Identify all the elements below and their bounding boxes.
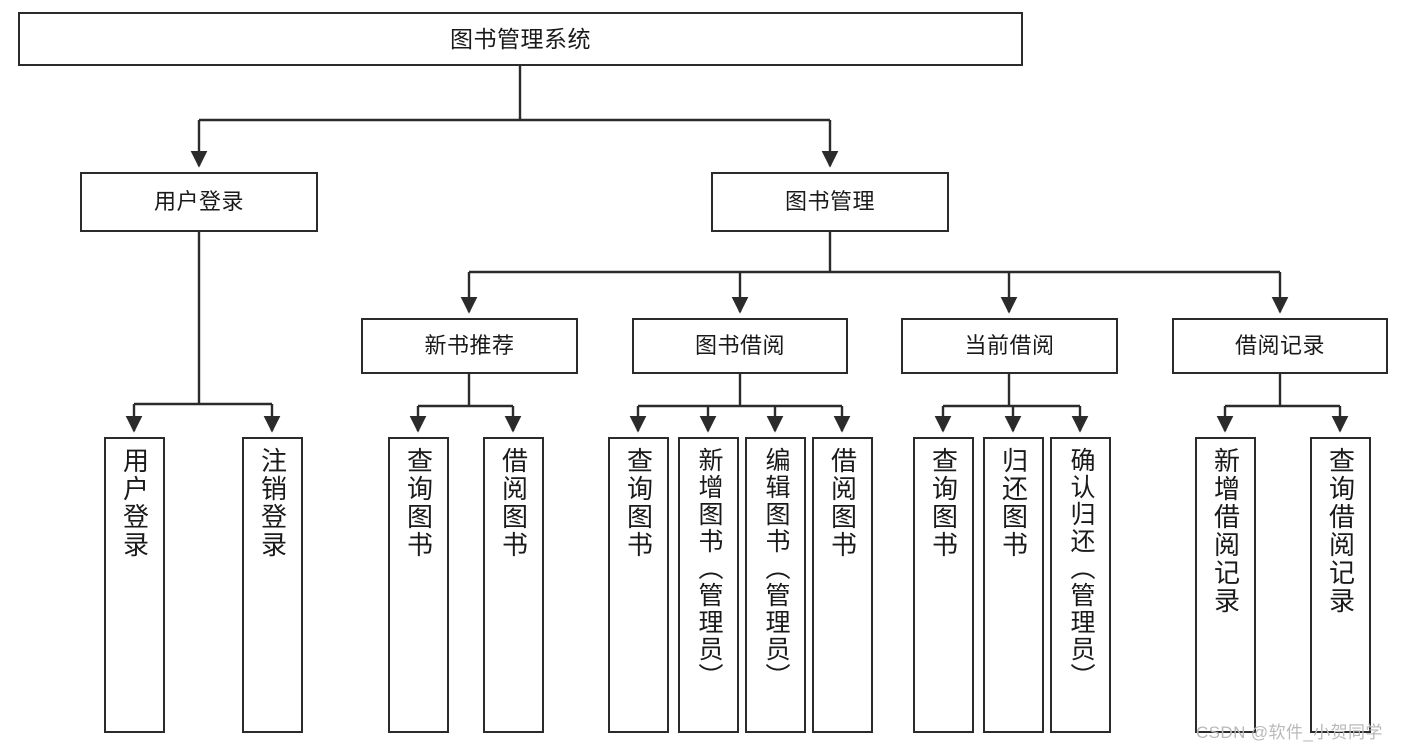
node-book-manage[interactable]: 图书管理 — [711, 172, 949, 232]
node-label: 新增图书（管理员） — [695, 447, 723, 690]
node-label: 新增借阅记录 — [1210, 447, 1241, 615]
node-label: 图书管理 — [784, 189, 875, 215]
node-root-system[interactable]: 图书管理系统 — [18, 12, 1023, 66]
node-leaf-confirm-return[interactable]: 确认归还（管理员） — [1050, 437, 1111, 733]
node-leaf-add-record[interactable]: 新增借阅记录 — [1195, 437, 1256, 733]
node-leaf-borrow-book-1[interactable]: 借阅图书 — [483, 437, 544, 733]
node-label: 确认归还（管理员） — [1067, 447, 1095, 690]
node-user-login[interactable]: 用户登录 — [80, 172, 318, 232]
node-label: 归还图书 — [998, 447, 1029, 559]
node-leaf-query-book-1[interactable]: 查询图书 — [388, 437, 449, 733]
node-leaf-user-login[interactable]: 用户登录 — [104, 437, 165, 733]
node-label: 新书推荐 — [424, 333, 515, 359]
node-label: 注销登录 — [257, 447, 288, 559]
node-label: 借阅图书 — [498, 447, 529, 559]
node-label: 借阅记录 — [1234, 333, 1325, 359]
node-label: 当前借阅 — [964, 333, 1055, 359]
node-label: 图书借阅 — [694, 333, 785, 359]
node-new-book-recommend[interactable]: 新书推荐 — [361, 318, 578, 374]
node-book-borrow[interactable]: 图书借阅 — [632, 318, 848, 374]
node-leaf-return-book[interactable]: 归还图书 — [983, 437, 1044, 733]
csdn-watermark: CSDN @软件_小贺同学 — [1196, 723, 1383, 742]
node-label: 查询借阅记录 — [1325, 447, 1356, 615]
node-label: 用户登录 — [153, 189, 244, 215]
node-label: 用户登录 — [119, 447, 150, 559]
node-leaf-query-book-2[interactable]: 查询图书 — [608, 437, 669, 733]
node-leaf-edit-book[interactable]: 编辑图书（管理员） — [745, 437, 806, 733]
node-label: 查询图书 — [403, 447, 434, 559]
node-borrow-record[interactable]: 借阅记录 — [1172, 318, 1388, 374]
node-label: 查询图书 — [928, 447, 959, 559]
node-label: 借阅图书 — [827, 447, 858, 559]
node-leaf-logout[interactable]: 注销登录 — [242, 437, 303, 733]
node-label: 查询图书 — [623, 447, 654, 559]
node-leaf-borrow-book-2[interactable]: 借阅图书 — [812, 437, 873, 733]
node-label: 编辑图书（管理员） — [762, 447, 790, 690]
node-current-borrow[interactable]: 当前借阅 — [901, 318, 1118, 374]
node-leaf-query-record[interactable]: 查询借阅记录 — [1310, 437, 1371, 733]
node-leaf-add-book[interactable]: 新增图书（管理员） — [678, 437, 739, 733]
node-label: 图书管理系统 — [450, 25, 591, 52]
node-leaf-query-book-3[interactable]: 查询图书 — [913, 437, 974, 733]
